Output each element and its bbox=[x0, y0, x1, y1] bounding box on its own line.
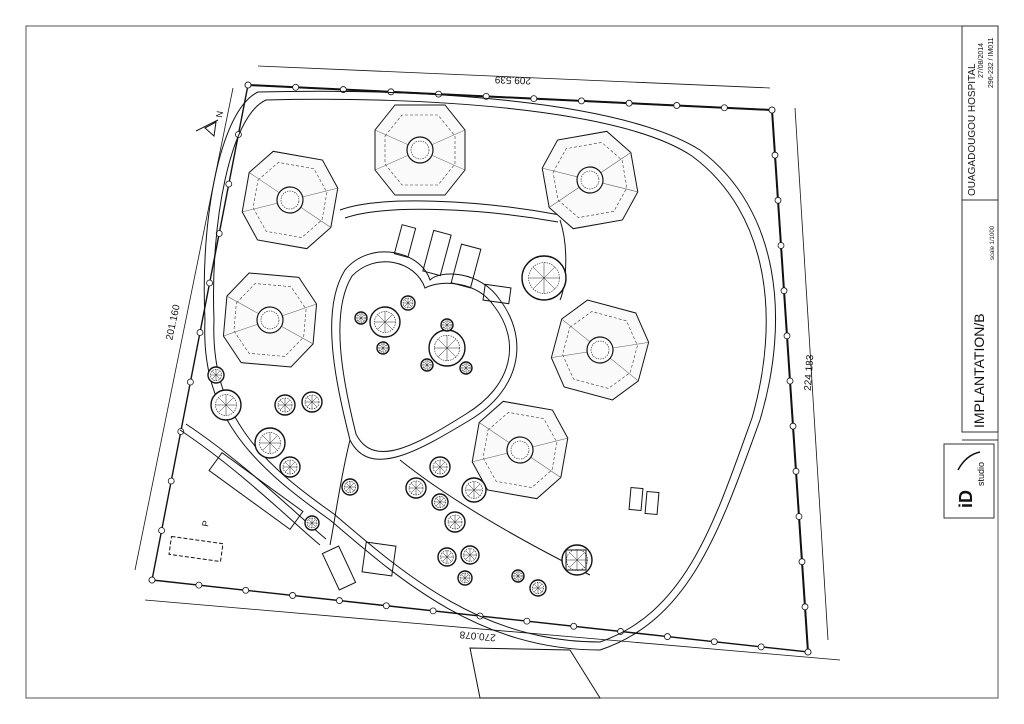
dimension-right: 224.183 bbox=[803, 354, 817, 391]
boundary-post bbox=[783, 332, 791, 340]
parking-label: P bbox=[200, 520, 211, 528]
boundary-post bbox=[336, 597, 343, 604]
boundary-post bbox=[673, 102, 681, 109]
boundary-post bbox=[757, 643, 765, 651]
boundary-post bbox=[664, 633, 671, 640]
boundary-post bbox=[798, 558, 806, 566]
sheet-frame bbox=[25, 25, 999, 699]
boundary-post bbox=[387, 88, 395, 96]
dimension-top: 209.539 bbox=[494, 73, 531, 85]
round-huts bbox=[207, 255, 593, 597]
boundary-post bbox=[148, 576, 156, 584]
svg-text:studio: studio bbox=[976, 462, 986, 486]
boundary-post bbox=[206, 279, 214, 287]
boundary-post bbox=[186, 378, 194, 386]
boundary-post bbox=[382, 602, 390, 610]
title-block: OUAGADOUGOU HOSPITAL 27/08/2014 296-232 … bbox=[943, 25, 999, 519]
boundary-post bbox=[804, 648, 812, 656]
project-title: OUAGADOUGOU HOSPITAL bbox=[967, 63, 978, 196]
drawing-scale: scale 1/1000 bbox=[990, 225, 996, 260]
site-boundary bbox=[134, 65, 841, 699]
project-date: 27/08/2014 bbox=[978, 43, 985, 78]
boundary-post bbox=[292, 83, 300, 91]
id-studio-logo: iD studio bbox=[956, 451, 986, 508]
boundary-post bbox=[710, 638, 718, 646]
boundary-post bbox=[244, 81, 252, 89]
boundary-post bbox=[196, 329, 204, 336]
ward-building bbox=[374, 104, 466, 196]
boundary-post bbox=[768, 106, 776, 114]
boundary-post bbox=[530, 95, 538, 103]
boundary-posts bbox=[148, 81, 812, 656]
boundary-post bbox=[780, 287, 788, 295]
boundary-post bbox=[720, 104, 728, 112]
boundary-post bbox=[625, 99, 633, 107]
boundary-post bbox=[435, 90, 442, 98]
ward-building bbox=[541, 130, 639, 230]
boundary-post bbox=[786, 377, 794, 385]
ward-building bbox=[471, 400, 569, 500]
boundary-post bbox=[289, 592, 296, 599]
buildings bbox=[222, 104, 650, 500]
ward-building bbox=[550, 299, 650, 401]
boundary-post bbox=[242, 586, 250, 594]
drawing-title: IMPLANTATION/B bbox=[971, 313, 987, 428]
boundary-post bbox=[570, 622, 578, 630]
boundary-post bbox=[195, 581, 203, 589]
boundary-post bbox=[801, 603, 809, 611]
boundary-post bbox=[158, 527, 166, 534]
boundary-post bbox=[225, 180, 233, 188]
boundary-post bbox=[795, 513, 803, 520]
ward-building bbox=[241, 150, 339, 250]
boundary-post bbox=[771, 151, 779, 159]
boundary-post bbox=[578, 97, 585, 105]
small-structures bbox=[168, 224, 660, 591]
boundary-post bbox=[429, 607, 437, 615]
boundary-post bbox=[774, 196, 782, 204]
boundary-post bbox=[777, 242, 785, 249]
path-network bbox=[179, 90, 777, 651]
svg-text:iD: iD bbox=[956, 490, 976, 508]
ward-building bbox=[222, 272, 318, 368]
boundary-post bbox=[177, 428, 185, 435]
boundary-post bbox=[792, 467, 800, 475]
north-arrow-icon: N bbox=[195, 110, 225, 137]
dimension-left: 201.160 bbox=[164, 303, 182, 341]
project-ref: 296-232 / IM011 bbox=[988, 37, 995, 88]
boundary-post bbox=[167, 477, 175, 485]
svg-text:N: N bbox=[214, 110, 225, 118]
boundary-post bbox=[523, 617, 531, 625]
dimension-bottom: 270.078 bbox=[459, 628, 496, 642]
boundary-post bbox=[789, 422, 797, 430]
